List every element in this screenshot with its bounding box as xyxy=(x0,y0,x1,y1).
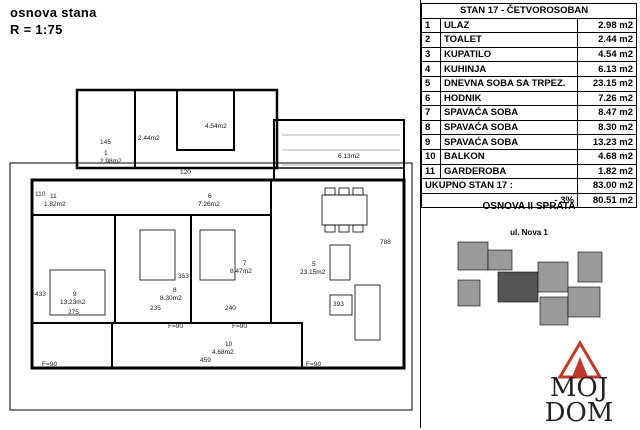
room-n: 1 xyxy=(421,17,441,34)
room-9-number: 9 xyxy=(73,291,77,298)
room-name: SPAVAĆA SOBA xyxy=(440,105,578,121)
room-name: TOALET xyxy=(440,32,578,48)
room-n: 7 xyxy=(421,105,441,121)
room-n: 2 xyxy=(421,32,441,48)
keyplan-street: ul. Nova 1 xyxy=(510,228,548,237)
room-area: 23.15 m2 xyxy=(577,75,637,92)
room-name: ULAZ xyxy=(440,17,578,34)
room-name: GARDEROBA xyxy=(440,163,578,180)
room-n: 4 xyxy=(421,61,441,77)
room-10-number: 10 xyxy=(225,341,233,348)
room-2-area: 2.44m2 xyxy=(138,135,160,142)
room-name: DNEVNA SOBA SA TRPEZ. xyxy=(440,75,578,92)
room-3-area: 4.54m2 xyxy=(205,123,227,130)
dim-459: 459 xyxy=(200,357,211,364)
room-n: 5 xyxy=(421,75,441,92)
dim-235: 235 xyxy=(150,305,161,312)
room-area: 6.13 m2 xyxy=(577,61,637,77)
room-area: 4.54 m2 xyxy=(577,46,637,63)
dim-353: 353 xyxy=(178,273,189,280)
logo-line-1: MOJ xyxy=(549,373,609,403)
table-heading: STAN 17 - ČETVOROSOBAN xyxy=(421,3,637,19)
room-5-number: 5 xyxy=(312,261,316,268)
room-n: 9 xyxy=(421,134,441,150)
dim-275: 275 xyxy=(68,309,79,316)
dim-145: 145 xyxy=(100,139,111,146)
room-area: 8.47 m2 xyxy=(577,105,637,121)
room-n: 3 xyxy=(421,46,441,63)
room-n: 6 xyxy=(421,90,441,107)
room-name: SPAVAĆA SOBA xyxy=(440,134,578,150)
plan-title: osnova stana xyxy=(10,5,97,20)
total-label: UKUPNO STAN 17 : xyxy=(421,178,578,194)
room-area: 1.82 m2 xyxy=(577,163,637,180)
logo-line-2: DOM xyxy=(544,398,614,428)
dim-240: 240 xyxy=(225,305,236,312)
room-name: SPAVAĆA SOBA xyxy=(440,119,578,136)
room-8-number: 8 xyxy=(173,287,177,294)
room-11-number: 11 xyxy=(50,193,57,200)
room-9-area: 13.23m2 xyxy=(60,299,86,306)
door-label-b: F=90 xyxy=(232,323,247,330)
room-area: 8.30 m2 xyxy=(577,119,637,136)
room-name: KUPATILO xyxy=(440,46,578,63)
room-area: 2.98 m2 xyxy=(577,17,637,34)
room-name: HODNIK xyxy=(440,90,578,107)
room-11-area: 1.82m2 xyxy=(44,201,66,208)
room-n: 11 xyxy=(421,163,441,180)
total-row: - 3%80.51 m2 xyxy=(421,192,637,209)
dim-788: 788 xyxy=(380,239,391,246)
room-6-number: 6 xyxy=(208,193,212,200)
total-area: 80.51 m2 xyxy=(577,192,637,209)
room-6-area: 7.26m2 xyxy=(198,201,220,208)
door-label-c: F=90 xyxy=(42,361,57,368)
dim-433: 433 xyxy=(35,291,46,298)
keyplan-drawing xyxy=(457,241,603,326)
room-10-area: 4.68m2 xyxy=(212,349,234,356)
door-label-d: F=90 xyxy=(306,361,321,368)
room-1-number: 1 xyxy=(104,150,108,157)
keyplan-title: OSNOVA II SPRATA xyxy=(482,201,576,212)
door-label-a: F=90 xyxy=(168,323,183,330)
room-area: 2.44 m2 xyxy=(577,32,637,48)
dim-393: 393 xyxy=(333,301,344,308)
room-5-area: 23.15m2 xyxy=(300,269,326,276)
total-area: 83.00 m2 xyxy=(577,178,637,194)
room-n: 8 xyxy=(421,119,441,136)
info-panel xyxy=(420,0,639,428)
floor-plan: 1 2.98m2 2.44m2 4.54m2 6.13m2 5 23.15m2 … xyxy=(9,88,413,411)
room-area: 4.68 m2 xyxy=(577,148,637,165)
room-8-area: 8.30m2 xyxy=(160,295,182,302)
room-7-area: 8.47m2 xyxy=(230,268,252,275)
room-7-number: 7 xyxy=(243,260,247,267)
room-area: 13.23 m2 xyxy=(577,134,637,150)
room-n: 10 xyxy=(421,148,441,165)
total-label: - 3% xyxy=(421,192,578,209)
moj-dom-logo xyxy=(557,340,603,379)
dim-120: 120 xyxy=(180,169,191,176)
dim-110: 110 xyxy=(35,191,46,198)
plan-scale: R = 1:75 xyxy=(10,22,63,37)
room-1-area: 2.98m2 xyxy=(100,158,122,165)
total-row: UKUPNO STAN 17 :83.00 m2 xyxy=(421,178,637,194)
room-name: BALKON xyxy=(440,148,578,165)
room-area: 7.26 m2 xyxy=(577,90,637,107)
room-4-area: 6.13m2 xyxy=(338,153,360,160)
room-name: KUHINJA xyxy=(440,61,578,77)
